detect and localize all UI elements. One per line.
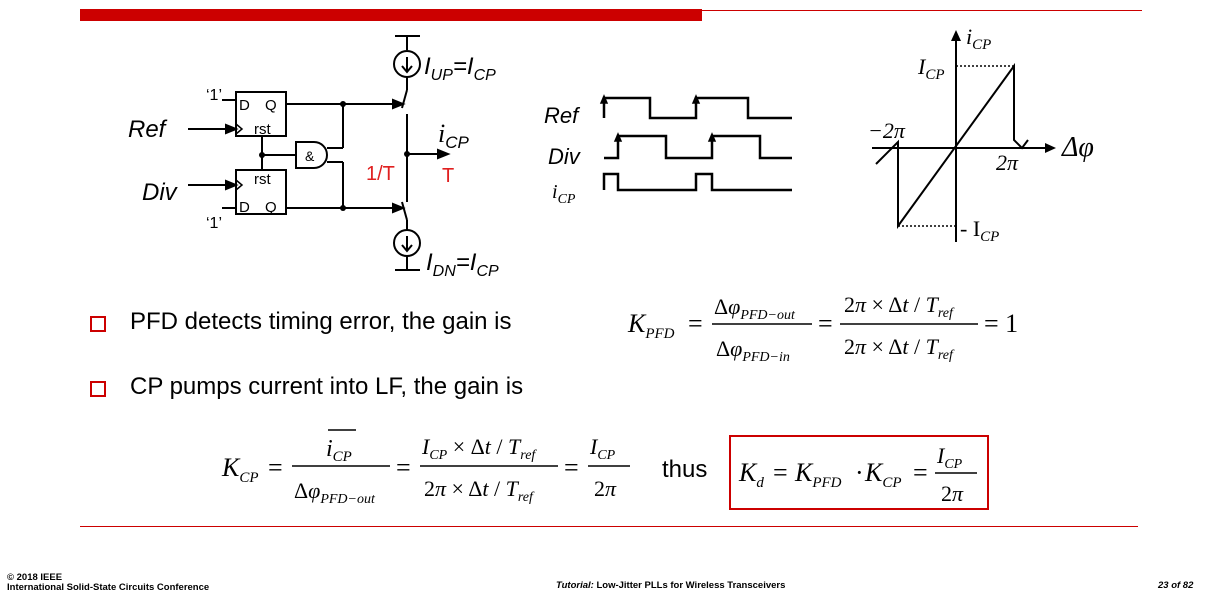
svg-text:IUP=ICP: IUP=ICP	[424, 53, 496, 84]
d-top-label: D	[239, 97, 250, 114]
svg-text:2π: 2π	[941, 481, 964, 506]
svg-text:ΔφPFD−out: ΔφPFD−out	[294, 478, 376, 507]
iup-eq-sub: CP	[474, 67, 497, 84]
q-bottom-label: Q	[265, 199, 277, 216]
svg-text:KPFD: KPFD	[627, 309, 675, 342]
svg-text:2π × Δt / Tref: 2π × Δt / Tref	[424, 476, 535, 505]
kcp-equation: KCP = iCP ΔφPFD−out = ICP × Δt / Tref 2π…	[221, 429, 630, 507]
svg-text:=: =	[688, 309, 703, 338]
svg-text:=: =	[268, 453, 283, 482]
bullet-text-cp: CP pumps current into LF, the gain is	[130, 373, 524, 400]
bullet-marker-2	[90, 381, 106, 397]
plot-x-pos: 2π	[996, 150, 1019, 175]
plot-icp-pos-sub: CP	[925, 67, 944, 83]
footer-tutorial-prefix: Tutorial:	[556, 580, 594, 591]
one-over-t-label: 1/T	[366, 163, 395, 185]
one-top-label: ‘1’	[206, 87, 222, 104]
plot-y-sub: CP	[972, 37, 991, 53]
kd-equation: Kd = KPFD · KCP = ICP 2π	[738, 443, 977, 506]
svg-text:=: =	[564, 453, 579, 482]
svg-text:=: =	[773, 458, 788, 487]
svg-text:IDN=ICP: IDN=ICP	[426, 249, 499, 280]
svg-text:KCP: KCP	[221, 453, 259, 486]
iup-label: I	[424, 53, 431, 80]
ref-label: Ref	[128, 116, 168, 143]
plot-y-label: i	[966, 24, 972, 49]
iup-sub: UP	[431, 67, 454, 84]
footer-copyright: © 2018 IEEE	[7, 572, 63, 583]
rst-bottom-label: rst	[254, 171, 271, 188]
timing-icp-sub: CP	[558, 192, 576, 207]
div-waveform	[604, 134, 792, 160]
footer-tutorial: Tutorial: Low-Jitter PLLs for Wireless T…	[556, 580, 785, 591]
timing-icp-label: i	[552, 181, 558, 203]
pfd-transfer-plot: iCP ICP - ICP −2π 2π Δφ	[868, 24, 1094, 245]
and-gate-label: &	[305, 148, 315, 164]
plot-icp-neg-sub: CP	[980, 229, 999, 245]
d-bottom-label: D	[239, 199, 250, 216]
kd-result-box: Kd = KPFD · KCP = ICP 2π	[729, 435, 989, 510]
svg-text:Kd: Kd	[738, 458, 764, 491]
idn-eq: =I	[456, 249, 477, 276]
icp-label: i	[438, 119, 445, 148]
header-accent-bar	[80, 9, 702, 21]
iup-eq: =I	[453, 53, 474, 80]
svg-text:= 1: = 1	[984, 309, 1018, 338]
svg-text:ICP × Δt / Tref: ICP × Δt / Tref	[421, 434, 537, 463]
svg-text:=: =	[396, 453, 411, 482]
svg-text:=: =	[913, 458, 928, 487]
svg-text:2π × Δt / Tref: 2π × Δt / Tref	[844, 334, 955, 363]
idn-eq-sub: CP	[476, 263, 499, 280]
header-rule	[702, 10, 1142, 11]
plot-icp-neg: - I	[960, 216, 980, 241]
rst-top-label: rst	[254, 121, 271, 138]
svg-text:iCP: iCP	[438, 119, 470, 152]
icp-waveform	[602, 172, 792, 192]
page-number: 23 of 82	[1158, 580, 1194, 591]
svg-text:KCP: KCP	[864, 458, 902, 491]
pfd-cp-schematic: Ref Div ‘1’ ‘1’ D Q rst rst D Q & IUP=IC…	[128, 35, 499, 280]
idn-sub: DN	[433, 263, 457, 280]
svg-text:iCP: iCP	[966, 24, 991, 53]
svg-text:KPFD: KPFD	[794, 458, 842, 491]
plot-icp-pos: I	[917, 54, 927, 79]
svg-text:·: ·	[855, 458, 864, 487]
thus-label: thus	[662, 456, 708, 483]
timing-diagram: Ref Div iCP	[544, 94, 792, 207]
plot-x-label: Δφ	[1061, 132, 1094, 163]
svg-text:iCP: iCP	[552, 181, 576, 207]
svg-text:=: =	[818, 309, 833, 338]
svg-text:ΔφPFD−in: ΔφPFD−in	[716, 336, 790, 365]
svg-text:ICP: ICP	[936, 443, 963, 472]
svg-text:ICP: ICP	[589, 434, 616, 463]
svg-text:2π: 2π	[594, 476, 617, 501]
svg-text:ICP: ICP	[917, 54, 945, 83]
kpfd-equation: KPFD = ΔφPFD−out ΔφPFD−in = 2π × Δt / Tr…	[627, 292, 1018, 365]
svg-text:iCP: iCP	[326, 436, 352, 465]
svg-text:ΔφPFD−out: ΔφPFD−out	[714, 294, 796, 323]
footer-rule	[80, 526, 1138, 527]
idn-label: I	[426, 249, 433, 276]
footer-tutorial-title: Low-Jitter PLLs for Wireless Transceiver…	[596, 580, 786, 591]
bullet-marker-1	[90, 316, 106, 332]
t-label: T	[442, 165, 454, 187]
footer-conference: International Solid-State Circuits Confe…	[7, 582, 210, 593]
bullet-text-pfd: PFD detects timing error, the gain is	[130, 308, 512, 335]
transfer-curve	[875, 62, 1029, 230]
svg-text:- ICP: - ICP	[960, 216, 999, 245]
div-label: Div	[142, 179, 179, 206]
plot-x-neg: −2π	[868, 118, 906, 143]
svg-text:2π × Δt / Tref: 2π × Δt / Tref	[844, 292, 955, 321]
q-top-label: Q	[265, 97, 277, 114]
timing-ref-label: Ref	[544, 103, 581, 128]
icp-sub: CP	[445, 133, 469, 152]
and-gate	[295, 141, 328, 169]
one-bottom-label: ‘1’	[206, 215, 222, 232]
timing-div-label: Div	[548, 144, 582, 169]
